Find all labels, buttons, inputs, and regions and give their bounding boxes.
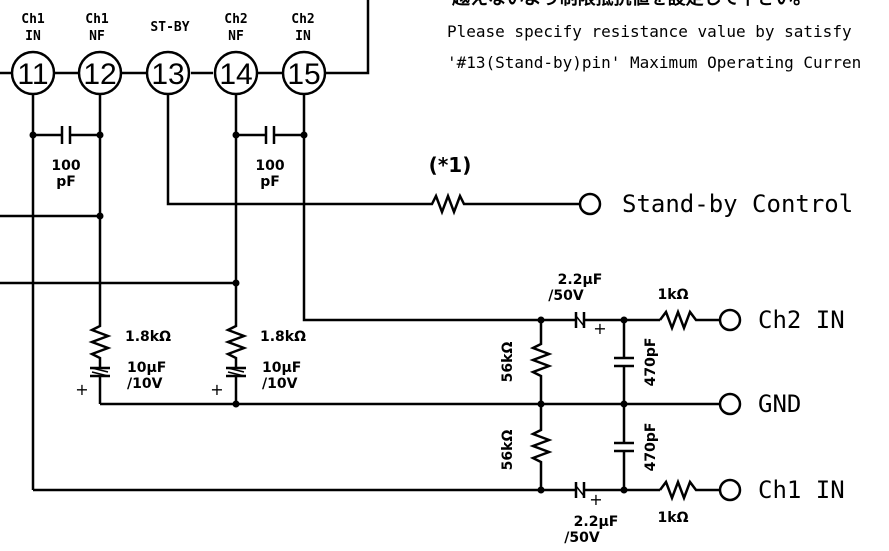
svg-text:56kΩ: 56kΩ [500, 342, 516, 383]
resistor-56k-top: 56kΩ [500, 320, 553, 404]
pin15-lead [302, 94, 570, 322]
svg-text:ST-BY: ST-BY [150, 20, 189, 35]
svg-text:2.2μF: 2.2μF [574, 514, 619, 530]
junction-dot [232, 279, 240, 287]
svg-text:/50V: /50V [564, 530, 600, 546]
terminal-ch2-in-label: Ch2 IN [758, 306, 845, 334]
pin-15-label: Ch2 IN [291, 12, 314, 44]
svg-text:+: + [75, 380, 88, 399]
ic-outline [325, 0, 370, 75]
svg-text:(*1): (*1) [429, 153, 472, 177]
svg-text:2.2μF: 2.2μF [558, 272, 603, 288]
svg-text:NF: NF [228, 29, 244, 44]
pin-12: 12 [77, 50, 123, 96]
svg-text:10μF: 10μF [127, 360, 166, 376]
svg-text:1.8kΩ: 1.8kΩ [125, 329, 171, 345]
svg-text:/10V: /10V [262, 376, 298, 392]
svg-text:Ch2: Ch2 [291, 12, 314, 27]
junction-dot [96, 212, 104, 220]
svg-text:15: 15 [287, 58, 320, 91]
svg-text:+: + [589, 490, 602, 509]
svg-text:IN: IN [25, 29, 41, 44]
terminal-circle-ch1-in [718, 478, 742, 502]
note-line-2: '#13(Stand-by)pin' Maximum Operating Cur… [447, 53, 861, 72]
svg-text:pF: pF [56, 174, 76, 190]
svg-text:Ch1: Ch1 [85, 12, 109, 27]
svg-text:Ch1: Ch1 [21, 12, 45, 27]
svg-text:1.8kΩ: 1.8kΩ [260, 329, 306, 345]
resistor-standby: (*1) [425, 153, 580, 216]
svg-text:1kΩ: 1kΩ [658, 287, 689, 303]
svg-text:11: 11 [17, 58, 48, 91]
svg-text:100: 100 [255, 158, 284, 174]
nf-network-left: 1.8kΩ 10μF /10V + [75, 320, 171, 404]
pin-15: 15 [281, 50, 327, 96]
cap-100pf-right: 100 pF [232, 126, 308, 190]
svg-text:470pF: 470pF [643, 338, 659, 387]
svg-text:Ch2: Ch2 [224, 12, 247, 27]
terminal-standby-label: Stand-by Control [622, 190, 853, 218]
resistor-56k-bottom: 56kΩ [500, 404, 553, 490]
terminal-circle-standby [578, 192, 602, 216]
terminal-circle-gnd [718, 392, 742, 416]
pin-13-label: ST-BY [150, 20, 189, 35]
pin-11-label: Ch1 IN [21, 12, 45, 44]
ch2-input-network: 2.2μF /50V + 1kΩ [548, 272, 720, 338]
pin-13: 13 [145, 50, 191, 96]
junction-dot [232, 400, 240, 408]
cap-470pf-top: 470pF [614, 320, 659, 404]
svg-text:1kΩ: 1kΩ [658, 510, 689, 526]
svg-text:10μF: 10μF [262, 360, 301, 376]
svg-text:/50V: /50V [548, 288, 584, 304]
cap-100pf-left: 100 pF [29, 126, 104, 190]
svg-text:470pF: 470pF [643, 423, 659, 472]
ch1-input-network: + 2.2μF /50V 1kΩ [564, 478, 720, 546]
pin-12-label: Ch1 NF [85, 12, 109, 44]
cap-470pf-bottom: 470pF [614, 404, 659, 490]
pin-11: 11 [10, 50, 56, 96]
terminal-gnd-label: GND [758, 390, 801, 418]
pin-14: 14 [213, 50, 259, 96]
svg-text:56kΩ: 56kΩ [500, 430, 516, 471]
terminal-ch1-in-label: Ch1 IN [758, 476, 845, 504]
pin-14-label: Ch2 NF [224, 12, 247, 44]
svg-text:IN: IN [295, 29, 311, 44]
svg-text:+: + [210, 380, 223, 399]
pin13-lead [166, 94, 425, 206]
svg-text:12: 12 [83, 58, 116, 91]
svg-text:pF: pF [260, 174, 280, 190]
svg-text:NF: NF [89, 29, 105, 44]
note-jp-line: 越えないよう制限抵抗値を設定して下さい。 [451, 0, 811, 9]
svg-text:14: 14 [219, 58, 252, 91]
svg-text:/10V: /10V [127, 376, 163, 392]
svg-text:100: 100 [51, 158, 80, 174]
note-line-1: Please specify resistance value by satis… [447, 22, 852, 41]
svg-text:13: 13 [151, 58, 184, 91]
nf-network-right: 1.8kΩ 10μF /10V + [210, 320, 306, 404]
terminal-circle-ch2-in [718, 308, 742, 332]
svg-text:+: + [593, 319, 606, 338]
